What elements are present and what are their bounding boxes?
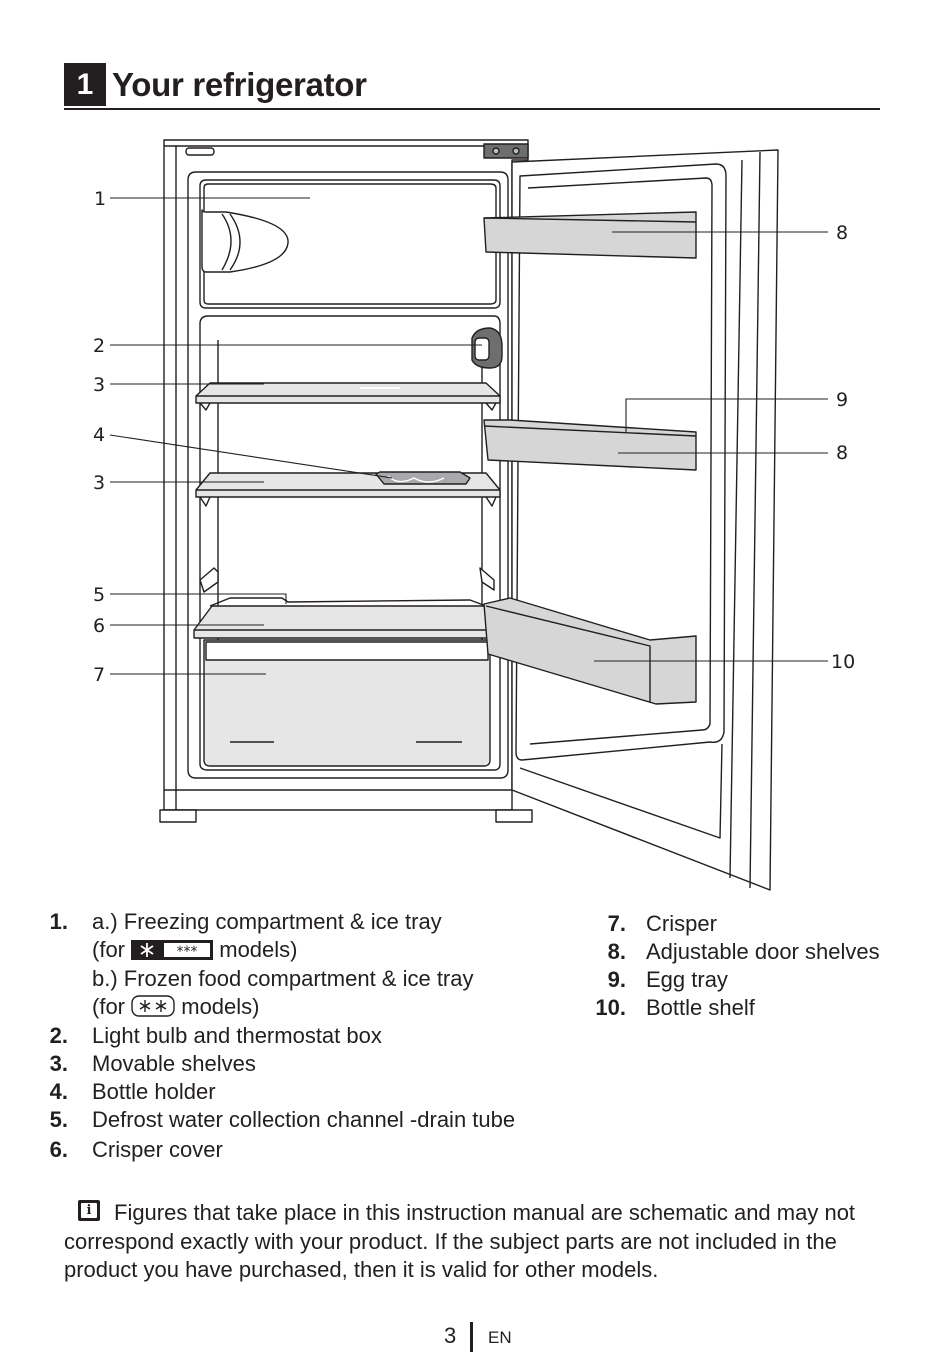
note-text: correspond exactly with your product. If… [64,1228,837,1254]
freezer-compartment [199,179,501,309]
legend-item: 4. Bottle holder [38,1078,558,1106]
legend-num: 2. [49,1023,68,1048]
legend-text: models) [219,937,298,962]
legend-item: 6. Crisper cover [38,1136,558,1164]
callout-3-lower: 3 [93,472,105,494]
legend-num: 6. [49,1137,68,1162]
legend-text: Defrost water collection channel -drain … [92,1107,516,1132]
callout-3-upper: 3 [93,374,105,396]
legend-right: 7. Crisper 8. Adjustable door shelves 9.… [590,910,910,1030]
callout-4: 4 [93,424,105,446]
callout-8-lower: 8 [836,442,848,464]
legend-num: 4. [49,1079,68,1104]
legend-model-line-a: (for *** models) [92,936,298,964]
legend-left: 1. a.) Freezing compartment & ice tray (… [38,908,558,1168]
legend-item: 10. Bottle shelf [590,994,910,1022]
crisper-cover [193,605,501,639]
snowflake-three-star-icon: *** [131,940,214,960]
legend-item: 2. Light bulb and thermostat box [38,1022,558,1050]
callout-9: 9 [836,389,848,411]
section-header: 1 Your refrigerator [64,62,880,110]
legend-item: 3. Movable shelves [38,1050,558,1078]
ice-tray [201,209,289,273]
refrigerator-diagram: 1 2 3 4 3 5 6 7 8 9 8 10 [93,139,855,891]
two-star-icon [131,995,175,1017]
legend-num: 3. [49,1051,68,1076]
legend-item: 7. Crisper [590,910,910,938]
page-language: EN [488,1328,512,1347]
drain-channel [209,597,487,607]
legend-num: 7. [607,911,626,936]
section-title: Your refrigerator [112,66,367,103]
foot-left [159,809,197,823]
hinge [483,143,529,159]
shelf-upper [195,382,501,404]
footer-divider [470,1322,473,1352]
callout-1: 1 [94,188,106,210]
door-shelf-top [483,211,697,259]
crisper-drawer [203,639,491,767]
legend-item: 5. Defrost water collection channel -dra… [38,1106,558,1136]
legend-text: Bottle holder [92,1079,216,1104]
legend-text: a.) Freezing compartment & ice tray [92,909,442,934]
door-shelf-middle [483,419,697,471]
legend-text: Egg tray [646,967,728,992]
callout-10: 10 [831,651,855,673]
info-icon: i [78,1200,100,1221]
section-number: 1 [64,63,106,106]
legend-item: 8. Adjustable door shelves [590,938,910,966]
legend-num: 10. [595,995,626,1020]
legend-text: Movable shelves [92,1051,256,1076]
legend-text: Crisper [646,911,717,936]
page-number: 3 [444,1323,457,1348]
legend-item: 9. Egg tray [590,966,910,994]
legend-text: Crisper cover [92,1137,223,1162]
bottle-shelf [483,597,697,705]
legend-text: (for [92,994,125,1019]
legend-num: 1. [49,909,68,934]
callout-7: 7 [93,664,105,686]
note-text: product you have purchased, then it is v… [64,1257,659,1282]
note-line-1: i Figures that take place in this instruc… [64,1199,894,1228]
legend-model-line-b: (for models) [92,993,260,1021]
info-note: i Figures that take place in this instruc… [64,1199,894,1285]
legend-text: Light bulb and thermostat box [92,1023,382,1048]
legend-text: models) [181,994,260,1019]
callout-6: 6 [93,615,105,637]
callout-2: 2 [93,335,105,357]
svg-text:***: *** [177,944,198,960]
legend-text: b.) Frozen food compartment & ice tray [92,966,474,991]
legend-num: 5. [49,1107,68,1132]
legend-item-1: 1. a.) Freezing compartment & ice tray (… [38,908,558,1022]
legend-text: (for [92,937,125,962]
legend-num: 9. [607,967,626,992]
note-text: Figures that take place in this instruct… [114,1200,856,1225]
foot-right [495,809,533,823]
callout-5: 5 [93,584,105,606]
callout-8-upper: 8 [836,222,848,244]
legend-text: Adjustable door shelves [646,939,880,964]
legend-num: 8. [607,939,626,964]
top-badge [185,147,215,156]
legend-text: Bottle shelf [646,995,755,1020]
